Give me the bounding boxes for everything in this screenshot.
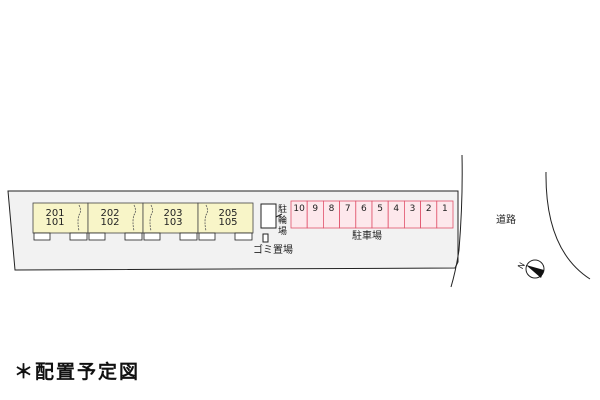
parking-slot-number: 8 — [329, 204, 335, 214]
parking-slot-number: 1 — [442, 204, 448, 214]
parking-slot: 7 — [339, 200, 357, 229]
garbage-label: ゴミ置場 — [253, 243, 293, 256]
north-arrow-icon: N — [516, 259, 545, 279]
bicycle-label-2: 輪 — [278, 214, 287, 226]
bicycle-label-3: 場 — [278, 225, 287, 237]
parking-slot: 8 — [322, 200, 340, 229]
parking-slot-number: 6 — [361, 204, 367, 214]
parking-label: 駐車場 — [352, 229, 382, 242]
parking-slot-number: 9 — [312, 204, 318, 214]
parking-slot-number: 4 — [393, 204, 399, 214]
unit-number-lower: 102 — [100, 217, 119, 228]
unit-number-upper: 202 — [100, 208, 119, 219]
road-label: 道路 — [496, 213, 516, 226]
parking-slot-number: 2 — [426, 204, 432, 214]
parking-slot: 10 — [290, 200, 308, 229]
bicycle-parking — [260, 203, 277, 229]
road-edge-left — [450, 154, 463, 288]
unit-number-upper: 201 — [45, 208, 64, 219]
page-title: ＊配置予定図 — [14, 361, 141, 383]
road-edge-right — [545, 171, 591, 280]
parking-slot: 9 — [306, 200, 324, 229]
unit-number-lower: 105 — [218, 217, 237, 228]
unit-number-upper: 205 — [218, 208, 237, 219]
unit-number-lower: 103 — [163, 217, 182, 228]
parking-slot-number: 5 — [377, 204, 383, 214]
parking-slot: 1 — [436, 200, 454, 229]
unit-number-lower: 101 — [45, 217, 64, 228]
parking-slot: 4 — [387, 200, 405, 229]
parking-slot-number: 10 — [293, 204, 305, 214]
parking-slot-number: 3 — [410, 204, 416, 214]
parking-slot: 3 — [403, 200, 421, 229]
unit-number-upper: 203 — [163, 208, 182, 219]
parking-slot-number: 7 — [345, 204, 351, 214]
garbage-area — [262, 233, 269, 243]
bicycle-label-1: 駐 — [278, 203, 287, 215]
parking-slot: 5 — [371, 200, 389, 229]
parking-slot: 6 — [355, 200, 373, 229]
parking-slot: 2 — [420, 200, 438, 229]
svg-text:N: N — [516, 261, 527, 271]
